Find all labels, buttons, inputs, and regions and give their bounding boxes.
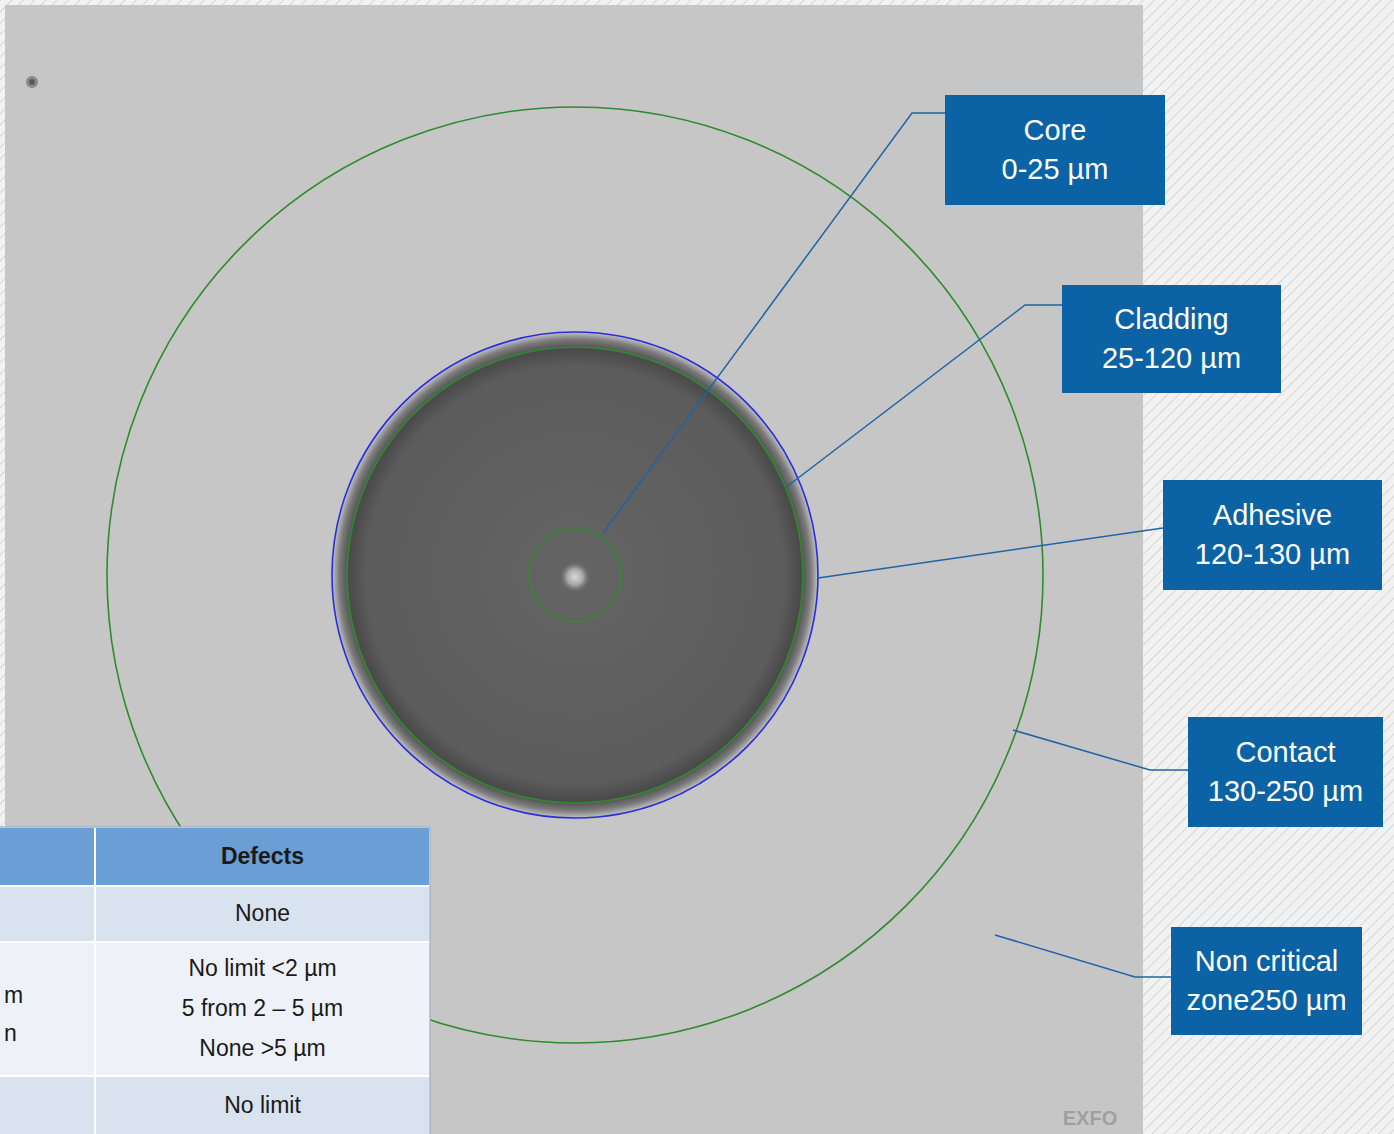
zone-range: 120-130 µm [1195, 535, 1350, 574]
table-header: Defects [96, 828, 429, 885]
watermark: EXFO [1050, 1104, 1130, 1132]
zone-name: Non critical [1195, 942, 1338, 981]
defects-table [0, 827, 430, 1134]
dust-particle-core [29, 79, 35, 85]
zone-name: Contact [1236, 733, 1336, 772]
table-cell: No limit [96, 1077, 429, 1134]
table-row [0, 887, 429, 941]
table-cell-fragment: m [4, 977, 28, 1015]
core-glow [559, 561, 591, 593]
table-row [0, 943, 429, 1075]
zone-range: zone250 µm [1186, 981, 1346, 1020]
callout-box: Non criticalzone250 µm [1171, 927, 1362, 1035]
zone-name: Core [1024, 111, 1087, 150]
zone-name: Adhesive [1213, 496, 1332, 535]
table-cell: None [96, 887, 429, 941]
leader-line [995, 935, 1171, 977]
table-row [0, 1077, 429, 1134]
zone-range: 25-120 µm [1102, 339, 1241, 378]
table-divider [94, 828, 96, 1134]
leader-line [603, 113, 945, 533]
callout-box: Contact130-250 µm [1188, 717, 1383, 827]
fiber-disk [332, 332, 818, 818]
table-header [0, 828, 429, 885]
callout-box: Adhesive120-130 µm [1163, 480, 1382, 590]
dust-particle [26, 76, 38, 88]
callout-box: Cladding25-120 µm [1062, 285, 1281, 393]
table-cell: 5 from 2 – 5 µm [96, 990, 429, 1028]
table-cell: No limit <2 µm [96, 950, 429, 988]
table-cell: None >5 µm [96, 1030, 429, 1068]
callout-box: Core0-25 µm [945, 95, 1165, 205]
zone-range: 0-25 µm [1002, 150, 1109, 189]
table-frame [0, 827, 430, 1134]
adhesive-zone-ring [332, 332, 818, 818]
cladding-zone-ring [347, 347, 803, 803]
zone-range: 130-250 µm [1208, 772, 1363, 811]
leader-line [818, 528, 1163, 578]
leader-line [1013, 730, 1188, 770]
core-zone-ring [529, 529, 621, 621]
table-cell-fragment: n [4, 1015, 28, 1053]
leader-line [785, 305, 1062, 488]
zone-name: Cladding [1114, 300, 1228, 339]
